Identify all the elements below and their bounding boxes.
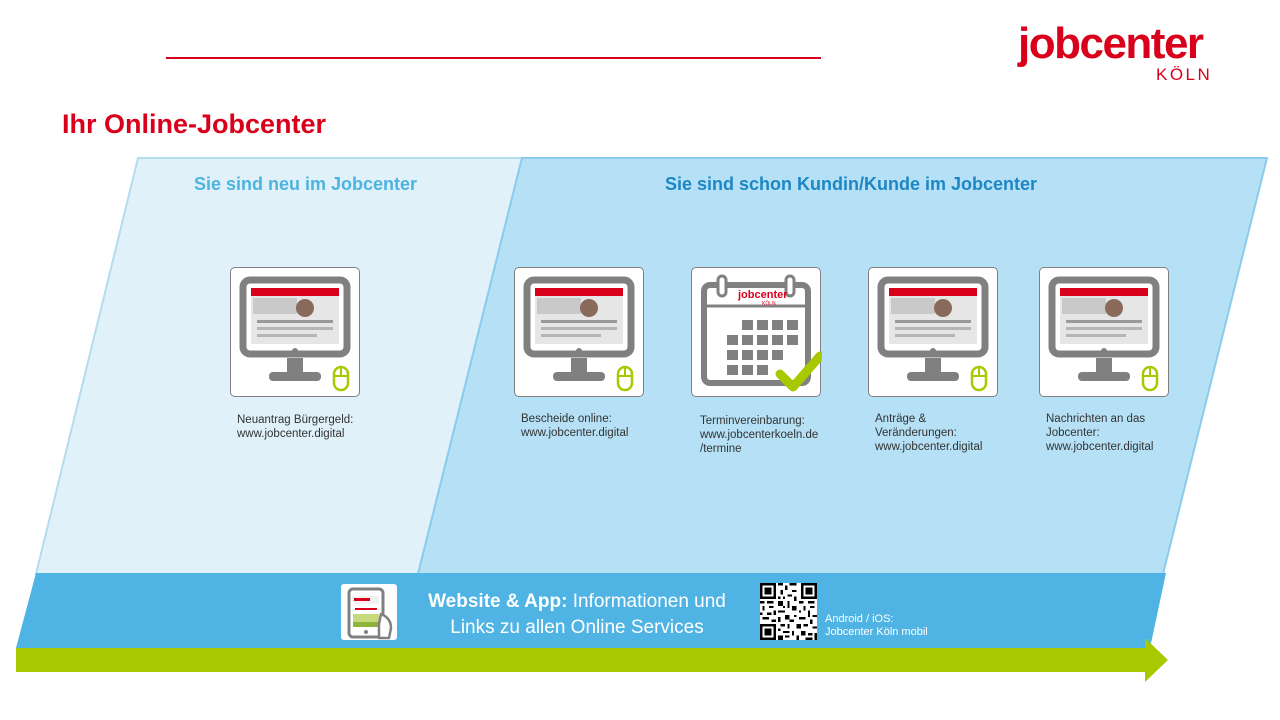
terminvereinbarung-card[interactable]: jobcenter KÖLN: [691, 267, 822, 397]
nachrichten-label: Nachrichten an das Jobcenter: www.jobcen…: [1046, 413, 1154, 453]
band-line2-text: Links zu allen Online Services: [450, 617, 704, 638]
band-rest-text: Informationen und: [567, 591, 726, 612]
nachrichten-card[interactable]: [1039, 267, 1169, 397]
bescheide-card[interactable]: [514, 267, 644, 397]
band-bold-text: Website & App:: [428, 591, 568, 612]
computer-mouse-icon: [1048, 276, 1160, 392]
services-band: [16, 573, 1166, 648]
existing-customers-heading: Sie sind schon Kundin/Kunde im Jobcenter: [665, 174, 1038, 194]
neuantrag-label: Neuantrag Bürgergeld: www.jobcenter.digi…: [237, 414, 354, 440]
store-platforms: Android / iOS:: [825, 613, 894, 625]
smartphone-app-icon[interactable]: [341, 584, 397, 640]
store-app-name: Jobcenter Köln mobil: [825, 626, 928, 638]
green-arrow: [16, 638, 1168, 682]
jobcenter-logo-city: KÖLN: [1156, 65, 1213, 84]
header-divider: [166, 57, 821, 59]
calendar-logo-city: KÖLN: [762, 300, 776, 307]
new-customers-heading: Sie sind neu im Jobcenter: [194, 174, 418, 194]
bescheide-label: Bescheide online: www.jobcenter.digital: [521, 413, 629, 439]
page-title: Ihr Online-Jobcenter: [62, 109, 327, 139]
jobcenter-logo-word: jobcenter: [1018, 19, 1204, 68]
antraege-label: Anträge & Veränderungen: www.jobcenter.d…: [875, 413, 983, 453]
antraege-card[interactable]: [868, 267, 998, 397]
terminvereinbarung-label: Terminvereinbarung: www.jobcenterkoeln.d…: [700, 415, 819, 455]
calendar-logo-word: jobcenter: [737, 289, 788, 301]
qr-code[interactable]: [760, 583, 817, 640]
qr-code-icon: [760, 583, 817, 640]
band-text: Website & App: Informationen und Links z…: [404, 589, 750, 641]
computer-mouse-icon: [239, 276, 351, 392]
app-store-info: Android / iOS: Jobcenter Köln mobil: [825, 613, 928, 639]
neuantrag-card[interactable]: [230, 267, 360, 397]
calendar-check-icon: jobcenter KÖLN: [701, 274, 822, 392]
smartphone-hand-icon: [347, 587, 393, 640]
computer-mouse-icon: [877, 276, 989, 392]
computer-mouse-icon: [523, 276, 635, 392]
